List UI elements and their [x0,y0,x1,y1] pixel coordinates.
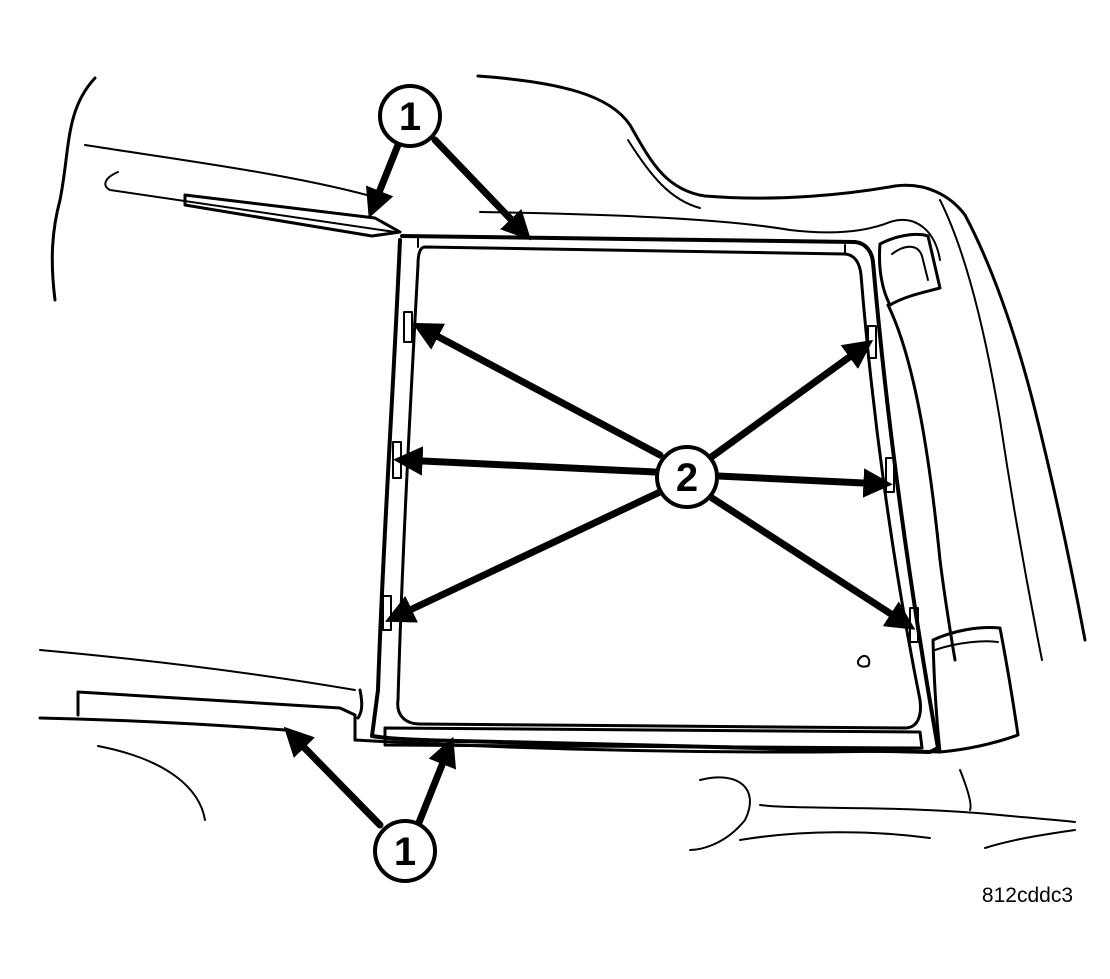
clip-leader-arrows [385,322,916,630]
callout-2-label: 2 [676,456,698,500]
callout-2: 2 [655,445,719,509]
vehicle-body-outline [38,74,1087,851]
drawing-code: 812cddc3 [982,884,1073,907]
callout-1-bottom-label: 1 [394,830,416,874]
seal-leader-arrows [283,136,532,829]
callout-1-top: 1 [378,84,442,148]
callout-1-bottom: 1 [373,819,437,883]
callout-1-top-label: 1 [399,95,421,139]
